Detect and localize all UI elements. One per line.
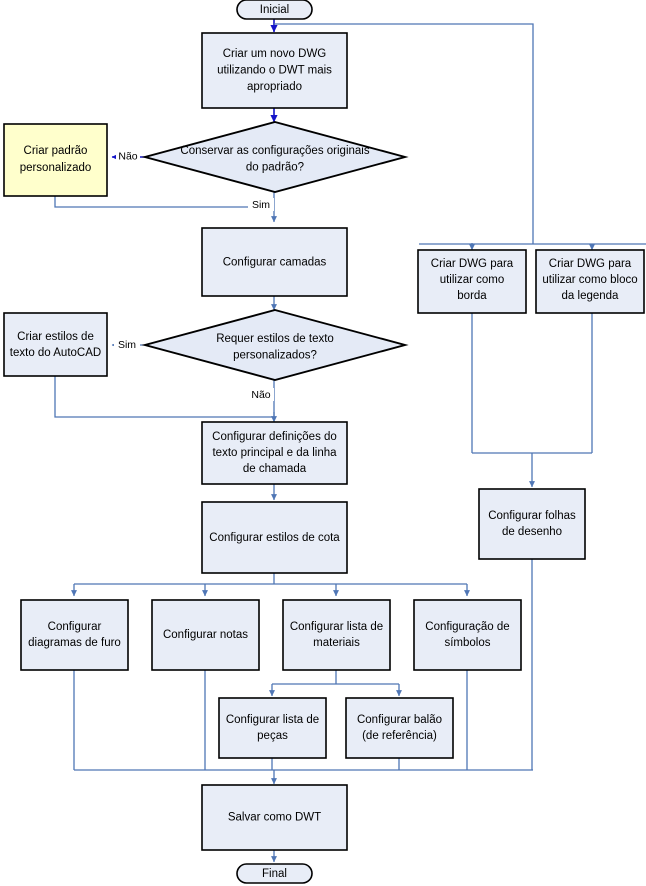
node-config-hole-charts[interactable]: Configurar diagramas de furo [20, 599, 129, 671]
config-bom-label-line-2: materiais [313, 637, 360, 649]
connector-text-styles-return [54, 376, 274, 418]
edge-label-text-no-text: Não [251, 389, 270, 401]
edge-label-no-text: Não [118, 150, 137, 162]
end-label: Final [262, 868, 287, 880]
config-dim-styles-shape [201, 501, 348, 574]
node-end[interactable]: Final [236, 863, 313, 884]
config-balloon-label-line-2: (de referência) [362, 730, 437, 742]
node-config-symbols[interactable]: Configuração de símbolos [413, 599, 522, 671]
decision-text-styles-shape [141, 309, 409, 381]
config-layers-label: Configurar camadas [223, 257, 327, 269]
config-text-defs-label-line-2: texto principal e da linha [212, 447, 337, 459]
edge-label-keep-defaults-yes: Sim [248, 198, 274, 211]
config-dim-styles-label: Configurar estilos de cota [209, 532, 340, 544]
decision-text-styles-label-line-2: personalizados? [233, 350, 317, 362]
end-terminator-shape [236, 863, 313, 884]
config-notes-shape [151, 599, 260, 671]
node-decision-text-styles[interactable]: Requer estilos de texto personalizados? [141, 309, 409, 381]
config-symbols-label-line-1: Configuração de [425, 621, 509, 633]
create-dwg-legend-label-line-3: da legenda [562, 290, 620, 302]
create-dwg-label-line-2: utilizando o DWT mais [217, 65, 332, 77]
node-save-dwt[interactable]: Salvar como DWT [201, 784, 348, 851]
config-sheets-label-line-1: Configurar folhas [488, 510, 576, 522]
config-symbols-label-line-2: símbolos [444, 637, 490, 649]
create-dwg-legend-shape [535, 249, 645, 314]
edge-label-keep-defaults-no: Não [116, 150, 140, 163]
create-dwg-border-label-line-3: borda [457, 290, 487, 302]
start-terminator-shape [236, 0, 313, 20]
create-text-styles-shape [3, 312, 108, 377]
config-parts-list-label-line-1: Configurar lista de [226, 714, 319, 726]
config-sheets-label-line-2: de desenho [502, 526, 562, 538]
config-parts-list-shape [218, 697, 327, 759]
decision-keep-defaults-label-line-1: Conservar as configurações originais [180, 145, 369, 157]
edge-label-yes-backdrop [248, 198, 274, 211]
config-bom-label-line-1: Configurar lista de [290, 621, 383, 633]
custom-standard-label-line-2: personalizado [20, 162, 92, 174]
node-custom-standard[interactable]: Criar padrão personalizado [3, 123, 108, 197]
config-hole-charts-label-line-2: diagramas de furo [28, 637, 121, 649]
create-dwg-label-line-3: apropriado [247, 81, 302, 93]
node-create-dwg-border[interactable]: Criar DWG para utilizar como borda [417, 249, 527, 314]
config-text-defs-shape [201, 421, 348, 485]
node-start[interactable]: Inicial [236, 0, 313, 20]
node-config-balloon[interactable]: Configurar balão (de referência) [345, 697, 454, 759]
node-create-text-styles[interactable]: Criar estilos de texto do AutoCAD [3, 312, 108, 377]
decision-keep-defaults-shape [141, 121, 409, 193]
create-dwg-border-label-line-1: Criar DWG para [431, 258, 514, 270]
connector-start-to-right-branch [274, 23, 534, 244]
node-config-notes[interactable]: Configurar notas [151, 599, 260, 671]
save-dwt-label: Salvar como DWT [228, 812, 321, 824]
custom-standard-label-line-1: Criar padrão [24, 145, 88, 157]
node-config-layers[interactable]: Configurar camadas [201, 227, 348, 297]
save-dwt-shape [201, 784, 348, 851]
config-text-defs-label-line-3: de chamada [243, 463, 307, 475]
create-dwg-border-shape [417, 249, 527, 314]
node-create-dwg-legend[interactable]: Criar DWG para utilizar como bloco da le… [535, 249, 645, 314]
create-dwg-legend-label-line-1: Criar DWG para [549, 258, 632, 270]
edge-label-no-backdrop [116, 150, 140, 163]
create-dwg-legend-label-line-2: utilizar como bloco [542, 274, 637, 286]
config-balloon-label-line-1: Configurar balão [357, 714, 442, 726]
node-config-parts-list[interactable]: Configurar lista de peças [218, 697, 327, 759]
config-sheets-shape [478, 488, 586, 560]
config-bom-shape [282, 599, 391, 671]
edge-label-text-no-backdrop [248, 388, 274, 401]
create-dwg-shape [201, 32, 348, 109]
node-config-sheets[interactable]: Configurar folhas de desenho [478, 488, 586, 560]
edge-label-yes-text: Sim [252, 199, 270, 211]
edge-label-text-styles-no: Não [248, 388, 274, 401]
create-text-styles-label-line-2: texto do AutoCAD [10, 347, 101, 359]
node-create-dwg[interactable]: Criar um novo DWG utilizando o DWT mais … [201, 32, 348, 109]
decision-keep-defaults-label-line-2: do padrão? [246, 162, 304, 174]
config-text-defs-label-line-1: Configurar definições do [212, 431, 337, 443]
create-dwg-border-label-line-2: utilizar como [440, 274, 505, 286]
config-hole-charts-shape [20, 599, 129, 671]
edge-label-text-yes-text: Sim [118, 339, 136, 351]
config-parts-list-label-line-2: peças [257, 730, 288, 742]
create-dwg-label-line-1: Criar um novo DWG [223, 48, 327, 60]
edge-label-text-yes-backdrop [114, 338, 140, 351]
edge-label-text-styles-yes: Sim [114, 338, 140, 351]
config-symbols-shape [413, 599, 522, 671]
decision-text-styles-label-line-1: Requer estilos de texto [216, 333, 334, 345]
custom-standard-shape [3, 123, 108, 197]
connector-custom-standard-return [54, 196, 274, 208]
node-config-text-defs[interactable]: Configurar definições do texto principal… [201, 421, 348, 485]
config-layers-shape [201, 227, 348, 297]
config-balloon-shape [345, 697, 454, 759]
node-decision-keep-defaults[interactable]: Conservar as configurações originais do … [141, 121, 409, 193]
node-config-bom[interactable]: Configurar lista de materiais [282, 599, 391, 671]
config-notes-label: Configurar notas [163, 629, 248, 641]
config-hole-charts-label-line-1: Configurar [48, 621, 102, 633]
create-text-styles-label-line-1: Criar estilos de [17, 331, 94, 343]
start-label: Inicial [260, 4, 289, 16]
node-config-dim-styles[interactable]: Configurar estilos de cota [201, 501, 348, 574]
